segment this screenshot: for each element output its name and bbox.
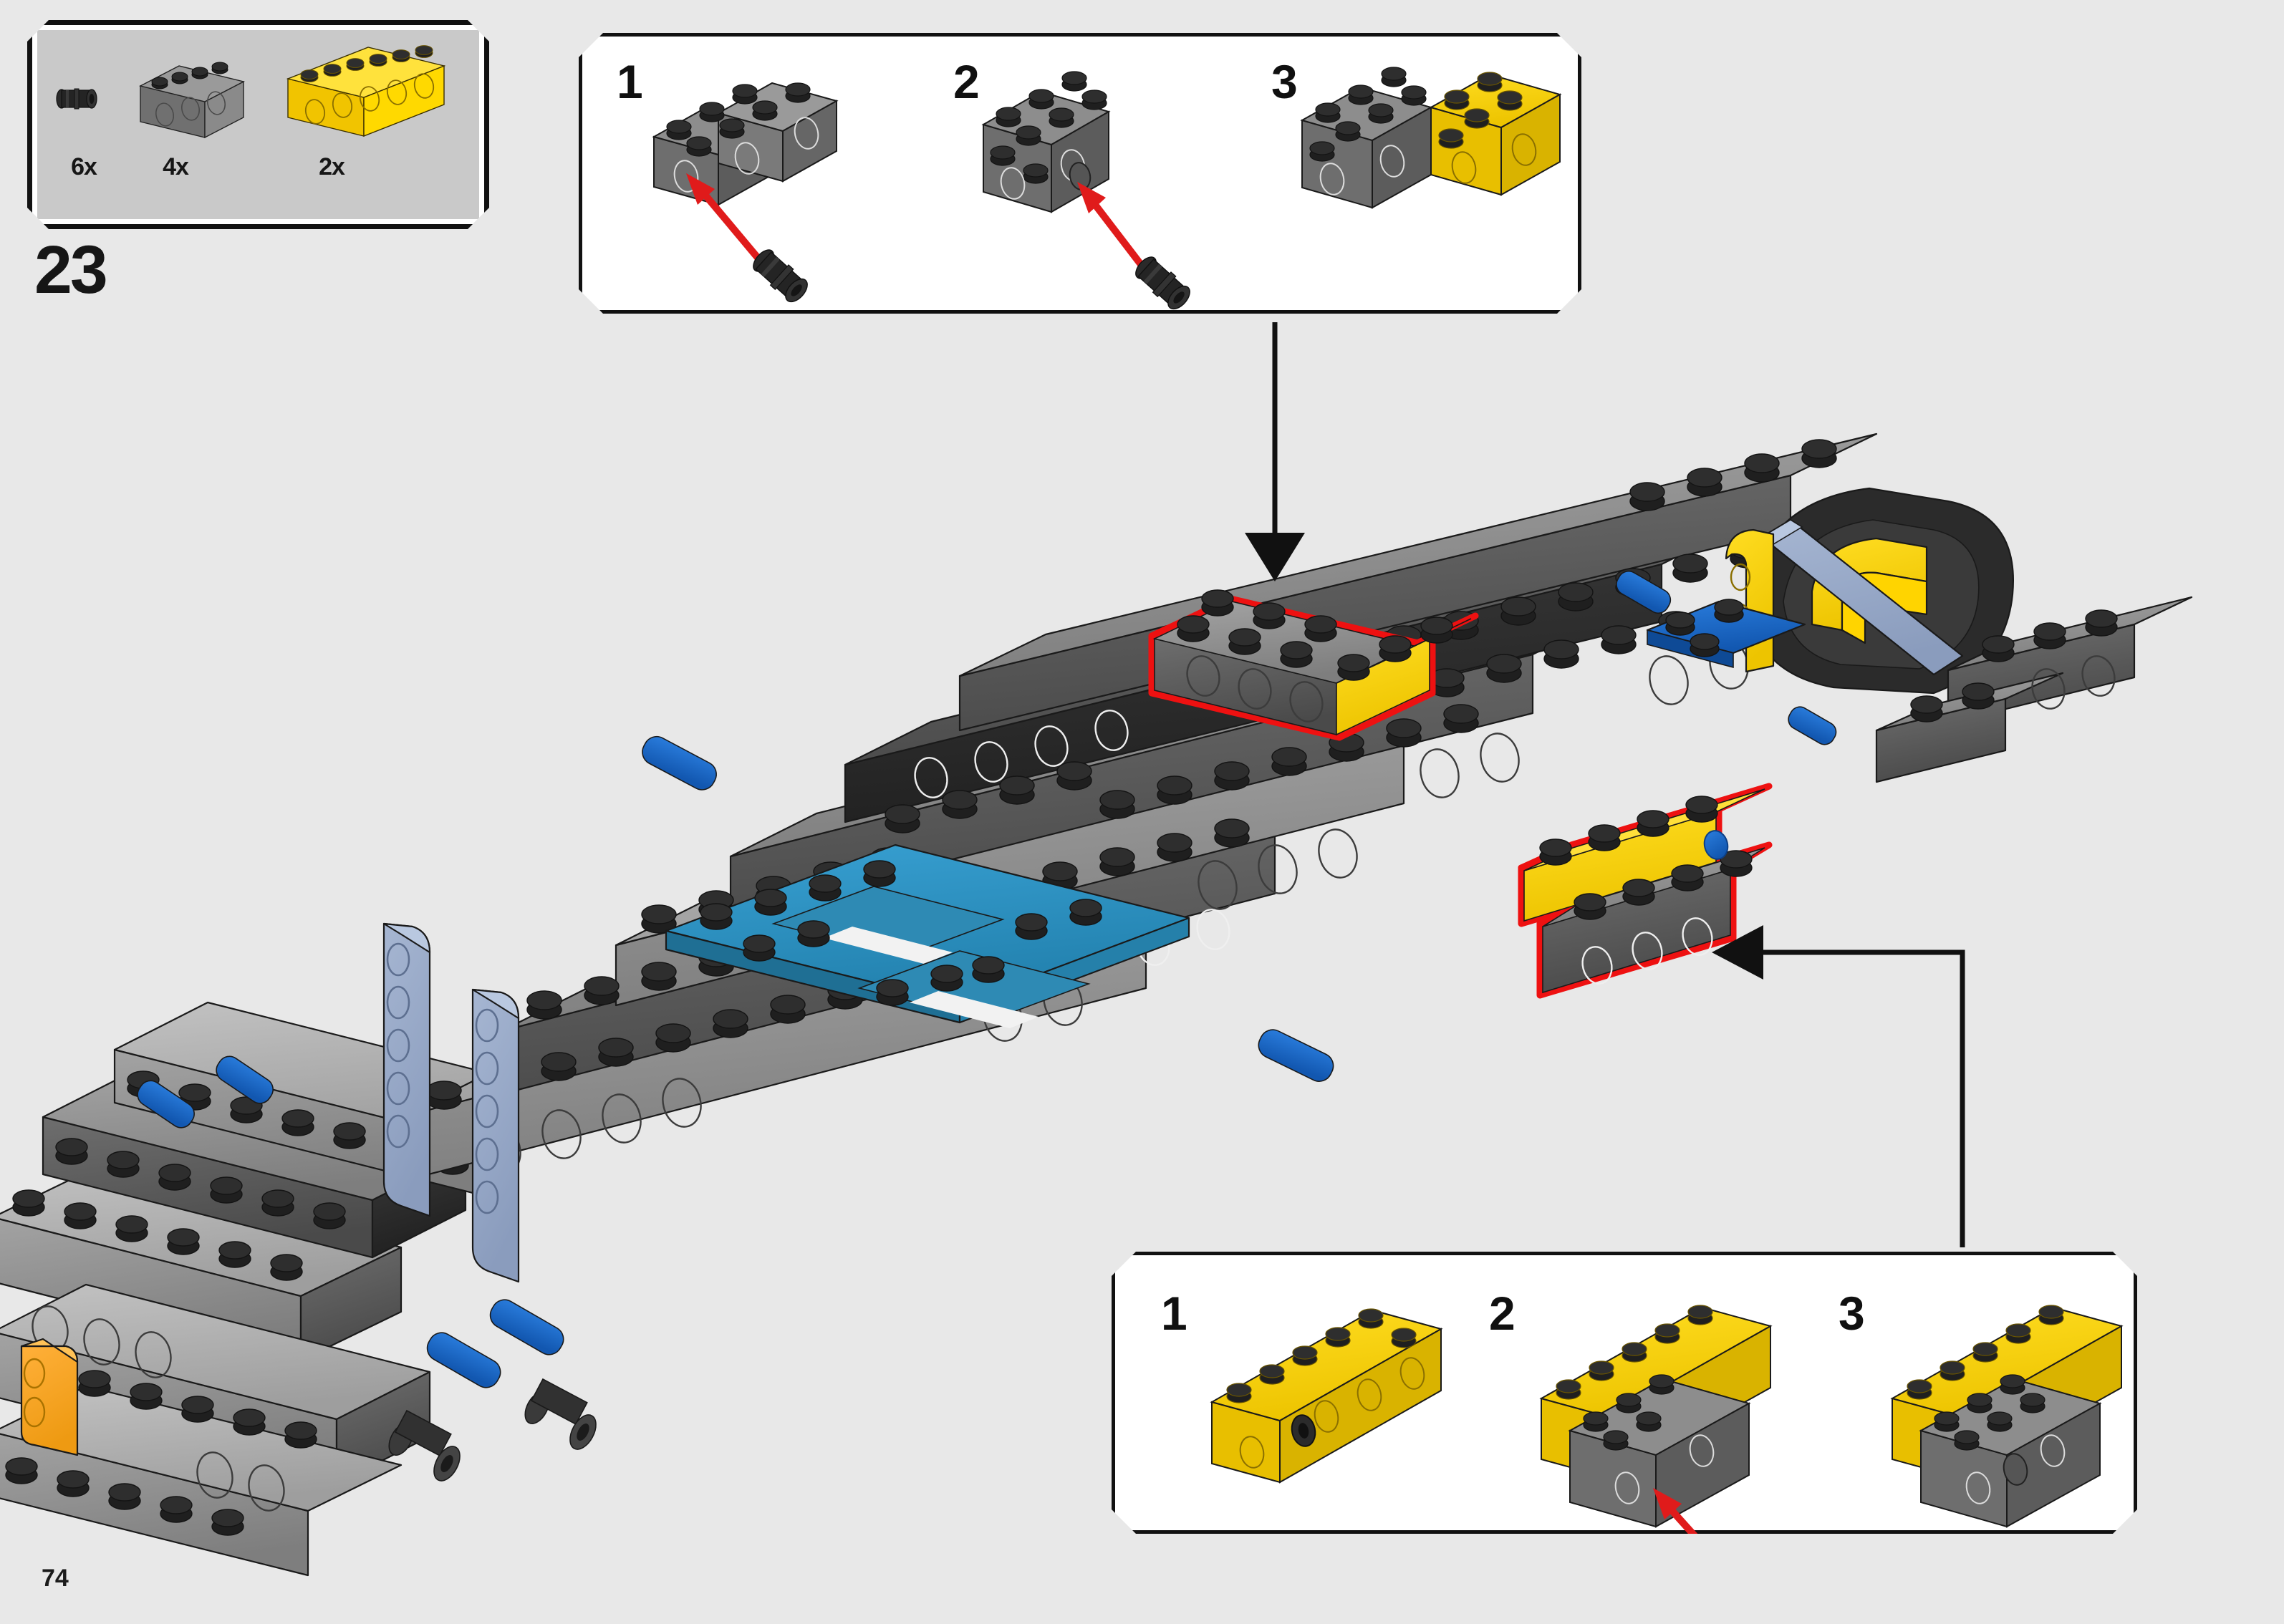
wheel-well-assembly xyxy=(1646,487,2014,695)
substep-label-top-2: 2 xyxy=(953,55,978,108)
sub-assembly-callout-top: 1 2 3 xyxy=(579,33,1581,314)
sand-blue-diagonal-beam xyxy=(1760,518,1964,676)
chassis-central-spine xyxy=(400,432,1878,1183)
substep-label-bottom-3: 3 xyxy=(1839,1287,1864,1340)
assembly-arrow-red-2 xyxy=(1077,182,1145,269)
part-count-entry-1: 4x xyxy=(136,153,215,181)
technic-pin-part-1 xyxy=(749,246,811,306)
substep-label-bottom-1: 1 xyxy=(1161,1287,1186,1340)
technic-pin-blue-spine-1 xyxy=(642,735,717,791)
medium-azure-panel-brick xyxy=(665,844,1190,1028)
chassis-right-end xyxy=(1875,596,2193,783)
substep-2-illustration-bottom xyxy=(1541,1305,1786,1534)
technic-pin-black-lower-2 xyxy=(524,1378,597,1450)
substep-label-top-1: 1 xyxy=(617,55,642,108)
parts-box-background xyxy=(27,20,489,229)
sand-blue-upright-beam-2 xyxy=(471,988,520,1283)
technic-pin-blue-spine-3 xyxy=(1616,570,1672,614)
part-count-label: 2x xyxy=(319,153,345,180)
part-icon-technic-pin xyxy=(56,88,97,110)
substep-3-illustration-bottom xyxy=(1892,1305,2121,1527)
technic-pin-blue-left-2 xyxy=(216,1055,274,1104)
chassis-left-section xyxy=(0,1001,597,1577)
technic-pin-blue-spine-2 xyxy=(1258,1029,1334,1082)
substep-2-illustration xyxy=(983,72,1194,313)
substep-1-illustration-bottom xyxy=(1212,1309,1441,1482)
part-count-entry-2: 2x xyxy=(292,153,371,181)
orange-curved-panel xyxy=(20,1338,79,1456)
technic-pin-blue-lower-2 xyxy=(489,1299,564,1355)
blue-plate-right xyxy=(1646,599,1806,669)
part-icon-brick-1x4-gray xyxy=(139,62,245,139)
technic-pin-blue-lower xyxy=(426,1332,501,1388)
technic-pin-part-2 xyxy=(1132,253,1194,313)
assembly-arrow-red-1 xyxy=(686,173,761,262)
callout-top-illustration xyxy=(579,33,1581,314)
sub-assembly-callout-bottom: 1 2 3 xyxy=(1112,1252,2137,1534)
part-count-entry-0: 6x xyxy=(44,153,123,181)
substep-label-bottom-2: 2 xyxy=(1489,1287,1514,1340)
yellow-panel-left-of-well xyxy=(1725,528,1775,673)
assembly-arrow-red-3 xyxy=(1653,1488,1742,1534)
parts-illustration xyxy=(56,45,446,139)
step-number: 23 xyxy=(34,232,108,308)
placement-highlight-lower xyxy=(1518,783,1773,999)
part-icon-brick-1x6-yellow xyxy=(286,45,446,137)
page-number: 74 xyxy=(42,1565,69,1592)
callout-arrow-left xyxy=(1712,925,1965,1247)
part-count-label: 6x xyxy=(71,153,97,180)
callout-bottom-illustration xyxy=(1112,1252,2137,1534)
parts-inventory-box: 6x 4x 2x xyxy=(27,20,489,229)
placement-highlight-upper xyxy=(1148,589,1479,741)
substep-label-top-3: 3 xyxy=(1271,55,1296,108)
yellow-curved-panel-right xyxy=(1811,537,1928,644)
technic-pin-blue-left-1 xyxy=(137,1080,195,1128)
substep-1-illustration xyxy=(654,83,837,306)
technic-pin-black-lower-1 xyxy=(388,1409,461,1482)
callout-arrow-down xyxy=(1245,322,1305,581)
part-count-label: 4x xyxy=(163,153,189,180)
technic-pin-blue-spine-4 xyxy=(1788,706,1837,745)
substep-3-illustration xyxy=(1302,67,1560,208)
sand-blue-upright-beam-1 xyxy=(382,922,431,1217)
